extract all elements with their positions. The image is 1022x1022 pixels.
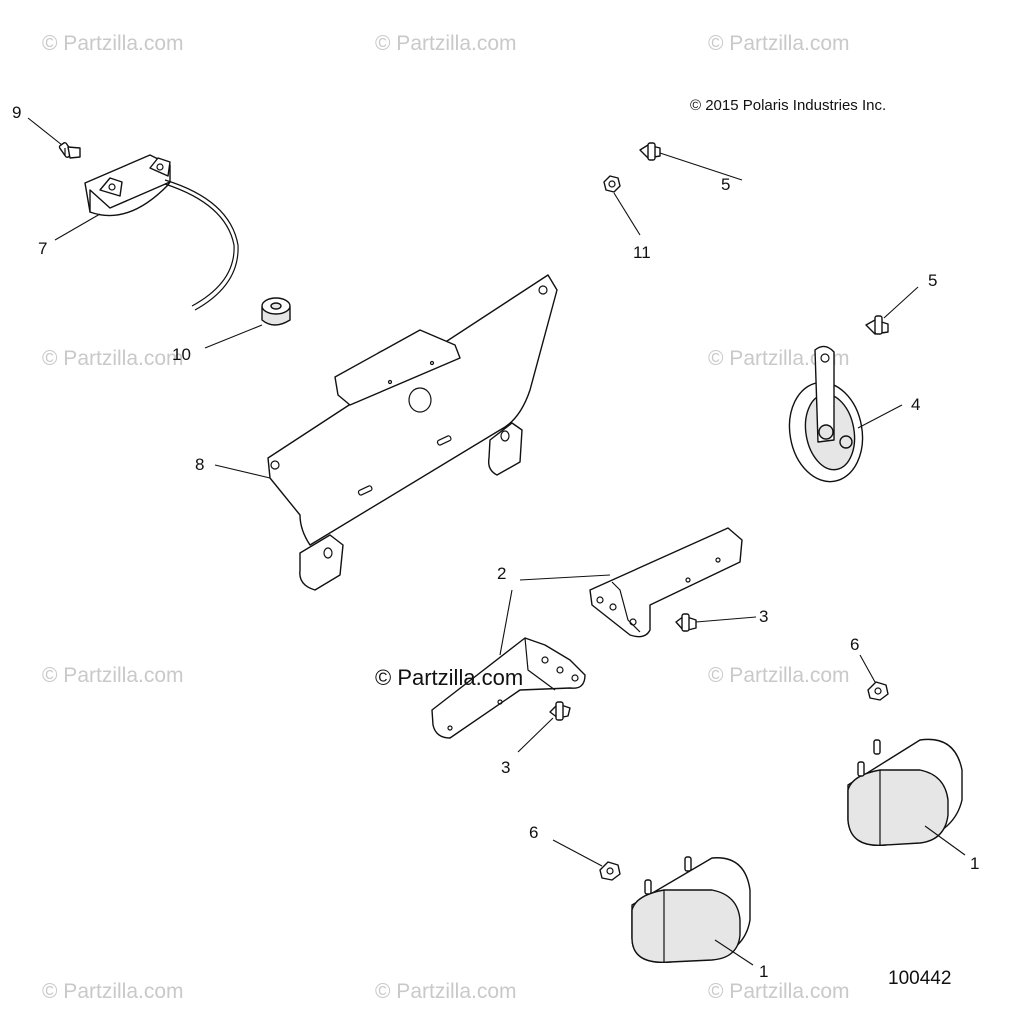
- watermark: © Partzilla.com: [375, 980, 517, 1003]
- callout-5-top: 5: [721, 175, 730, 194]
- callout-labels: 9 7 10 8 5 11 5 4 2 3 3 6 6 1 1: [12, 103, 979, 981]
- callout-7: 7: [38, 239, 47, 258]
- watermark: © Partzilla.com: [708, 347, 850, 370]
- part-5-screw-top: [639, 142, 661, 161]
- part-10-grommet: [261, 297, 291, 326]
- part-1-tail-light-right: [847, 738, 963, 846]
- figure-number: 100442: [888, 968, 951, 989]
- callout-3-upper: 3: [759, 607, 768, 626]
- leader-lines: [27, 117, 966, 966]
- watermark: © Partzilla.com: [708, 664, 850, 687]
- watermark: © Partzilla.com: [42, 32, 184, 55]
- watermark: © Partzilla.com: [708, 32, 850, 55]
- watermark: © Partzilla.com: [42, 980, 184, 1003]
- part-6-nut-bottom: [599, 861, 621, 881]
- part-7-license-light: [84, 154, 239, 311]
- part-2-bracket-upper: [589, 527, 743, 638]
- callout-6-right: 6: [850, 635, 859, 654]
- watermark: © Partzilla.com: [375, 32, 517, 55]
- part-8-mounting-plate: [267, 274, 558, 591]
- part-5-screw-right: [865, 315, 889, 335]
- callout-8: 8: [195, 455, 204, 474]
- watermark: © Partzilla.com: [42, 664, 184, 687]
- copyright-notice: © 2015 Polaris Industries Inc.: [690, 97, 886, 114]
- callout-9: 9: [12, 103, 21, 122]
- callout-3-lower: 3: [501, 758, 510, 777]
- part-6-nut-right: [867, 681, 889, 701]
- part-11-nut: [603, 175, 621, 193]
- callout-1-left: 1: [759, 962, 768, 981]
- callout-10: 10: [172, 345, 191, 364]
- part-4-horn: [788, 345, 864, 483]
- callout-5-right: 5: [928, 271, 937, 290]
- part-9-screw: [58, 142, 81, 159]
- part-2-bracket-lower: [431, 637, 586, 739]
- callout-1-right: 1: [970, 854, 979, 873]
- callout-11: 11: [633, 243, 651, 262]
- watermark-grid: © Partzilla.com © Partzilla.com © Partzi…: [42, 32, 850, 1003]
- watermark: © Partzilla.com: [708, 980, 850, 1003]
- watermark: © Partzilla.com: [42, 347, 184, 370]
- part-3-screw-lower: [549, 701, 571, 721]
- watermark-center: © Partzilla.com: [375, 665, 523, 690]
- part-1-tail-light-left: [631, 856, 751, 963]
- callout-4: 4: [911, 395, 920, 414]
- callout-6-bottom: 6: [529, 823, 538, 842]
- part-3-screw-upper: [675, 613, 697, 632]
- callout-2: 2: [497, 564, 506, 583]
